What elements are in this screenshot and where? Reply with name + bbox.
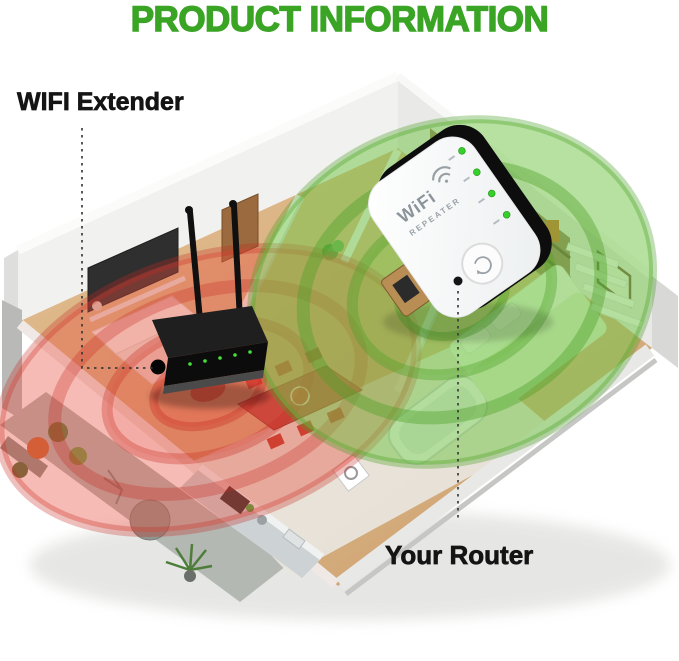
washer-door <box>344 466 358 480</box>
router-status-leds <box>188 350 252 366</box>
wifi-arc <box>432 166 451 181</box>
balcony-deck <box>0 392 286 602</box>
balcony-shrub <box>27 437 49 459</box>
router-antenna <box>187 209 203 323</box>
wifi-signal-icon <box>432 166 451 183</box>
router-led <box>188 362 192 366</box>
balcony-planter <box>0 436 48 478</box>
wps-led <box>473 168 481 176</box>
router-front <box>164 342 268 386</box>
wifi-arc <box>438 172 451 183</box>
led-label-mark <box>463 176 471 183</box>
wifi-led <box>488 189 496 198</box>
wps-button-glyph <box>474 256 492 275</box>
antenna-tip <box>229 200 237 208</box>
front-right-wall-shadow <box>344 358 658 596</box>
led-label-mark <box>448 155 456 161</box>
right-outer-wall <box>652 276 678 368</box>
balcony <box>0 392 286 602</box>
balcony-table <box>129 499 171 541</box>
washer-body <box>332 454 370 492</box>
antenna-tip <box>185 206 193 214</box>
wps-button-ring <box>461 242 504 285</box>
tv-shelf <box>88 275 187 323</box>
router-antenna-knob <box>150 359 166 375</box>
wifi-extender-label: WIFI Extender <box>17 88 184 117</box>
ethernet-port-slot <box>392 274 420 304</box>
led-label-mark <box>492 219 500 225</box>
your-router-label: Your Router <box>385 540 534 571</box>
router-led <box>203 359 207 363</box>
balcony-shrub <box>69 447 87 465</box>
dining-chair <box>266 433 285 450</box>
router-led <box>233 353 237 357</box>
floor-lamp <box>92 301 102 311</box>
bottle <box>246 504 254 512</box>
router-top <box>152 306 268 358</box>
stove <box>219 485 251 515</box>
led-label-mark <box>478 197 485 204</box>
page-title: PRODUCT INFORMATION <box>130 0 549 40</box>
extender-callout-line <box>81 128 154 369</box>
wifi-dot <box>444 179 449 183</box>
balcony-chair <box>103 469 124 505</box>
left-concrete-wall <box>2 300 22 420</box>
router-led <box>248 350 252 354</box>
wps-button-glyph-arrow <box>476 269 482 275</box>
kitchen-counter <box>180 470 320 578</box>
balcony-shrub <box>48 422 68 442</box>
wireless-router <box>150 200 270 409</box>
lan-led <box>502 211 511 219</box>
repeater-shadow <box>383 302 553 342</box>
wps-button <box>461 242 504 285</box>
router-base <box>163 370 264 394</box>
washing-machine <box>332 454 370 492</box>
wifi-repeater: WiFi REPEATER <box>368 124 552 318</box>
router-antenna <box>231 203 243 323</box>
sink <box>282 528 306 550</box>
balcony-plant-pot <box>184 570 196 582</box>
repeater-reset-dot <box>453 276 463 286</box>
router-led <box>218 356 222 360</box>
tv <box>87 227 179 313</box>
balcony-shrub <box>12 462 28 478</box>
power-led <box>458 147 466 155</box>
door <box>221 193 259 263</box>
balcony-palm-plant <box>165 543 213 572</box>
cooking-pot <box>257 515 267 525</box>
repeater-led-panel <box>448 147 511 225</box>
